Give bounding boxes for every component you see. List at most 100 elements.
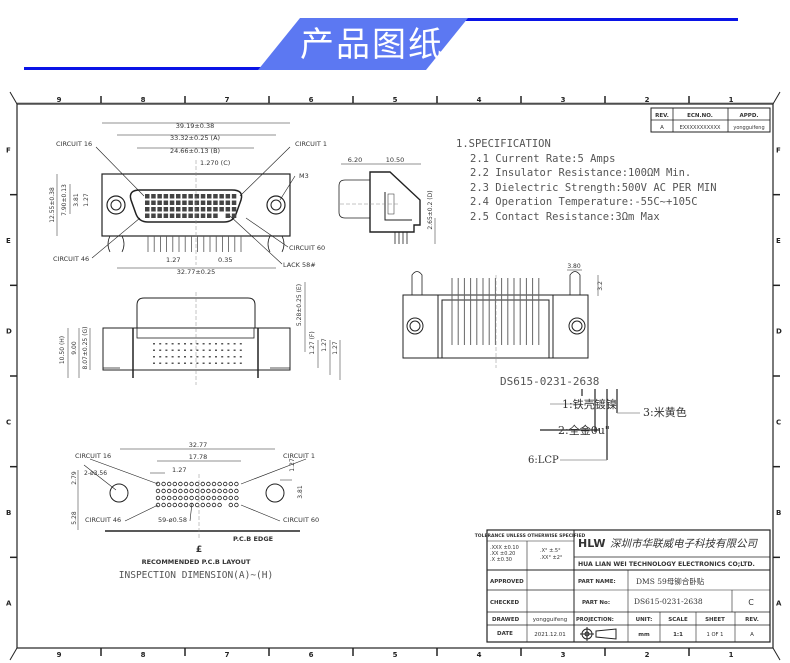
front-pin-grid: [145, 194, 237, 218]
pcb-hole: [200, 495, 205, 501]
projection-label: PROJECTION:: [576, 617, 614, 623]
column-label: 6: [309, 651, 314, 659]
dim-span: 32.77±0.25: [177, 268, 216, 276]
note-3: 3:米黄色: [643, 405, 687, 419]
date-value: 2021.12.01: [534, 632, 566, 638]
tolerance-left-2: .XX ±0.20: [490, 551, 515, 557]
dim-h3: 3.81: [73, 193, 80, 207]
pin-dot: [239, 343, 242, 345]
unit-value: mm: [638, 632, 650, 638]
top-dim-h2: 9.00: [71, 341, 78, 355]
ecn-value: EXXXXXXXXXXX: [680, 125, 721, 131]
banner-line-right: [462, 18, 738, 21]
pin-dot: [153, 349, 155, 351]
pin-dot: [208, 356, 211, 358]
label-circuit16: CIRCUIT 16: [56, 140, 92, 148]
column-label: 9: [57, 651, 62, 659]
column-label: 4: [477, 651, 482, 659]
pin-dot: [184, 349, 186, 351]
pin-cell: [219, 194, 224, 199]
note-1: 1:铁壳镀镍: [562, 397, 617, 411]
pin-cell: [231, 207, 237, 212]
top-dim-g: 8.07±0.25 (G): [82, 327, 89, 370]
pcb-dim-overall: 32.77: [189, 441, 208, 449]
pcb-hole: [172, 488, 177, 494]
pin-cell: [176, 207, 181, 212]
specification: 1.SPECIFICATION 2.1 Current Rate:5 Amps …: [456, 138, 717, 223]
column-label: 1: [729, 651, 734, 659]
column-label: 9: [57, 96, 62, 104]
pin-dot: [165, 349, 168, 351]
pin-cell: [145, 194, 150, 199]
pin-cell: [169, 213, 175, 218]
pcb-layout: [77, 448, 307, 540]
side-dim-w2: 10.50: [386, 156, 405, 164]
row-ticks: [10, 193, 780, 559]
top-view-labels: 5.28±0.25 (E) 1.27 (F) 1.27 1.27 10.50 (…: [59, 284, 339, 370]
pcb-hole: [234, 481, 239, 487]
pcb-dim-v2: 5.28: [71, 511, 78, 525]
pin-dot: [227, 349, 230, 351]
pin-cell: [207, 194, 212, 199]
column-label: 5: [393, 651, 398, 659]
pin-dot: [221, 349, 224, 351]
pin-dot: [196, 343, 199, 345]
pin-dot: [165, 362, 168, 364]
pcb-hole: [228, 488, 233, 494]
front-legs: [147, 236, 242, 252]
pin-dot: [239, 356, 242, 358]
column-label: 2: [645, 96, 650, 104]
pin-dot: [165, 343, 168, 345]
pin-dot: [177, 343, 180, 345]
pin-dot: [159, 343, 162, 345]
pcb-hole: [178, 495, 183, 501]
spec-item: 2.5 Contact Resistance:3Ωm Max: [470, 211, 660, 223]
pin-cell: [231, 200, 237, 205]
pin-cell: [213, 207, 218, 212]
column-label: 3: [561, 96, 566, 104]
pin-cell: [182, 207, 187, 212]
tolerance-left-3: .X ±0.30: [490, 557, 512, 563]
approved-label: APPROVED: [490, 579, 524, 585]
dim-height: 12.55±0.38: [49, 187, 56, 223]
pin-dot: [233, 356, 236, 358]
side-view-labels: 6.20 10.50 2.65±0.2 (D): [348, 156, 434, 230]
pin-cell: [169, 207, 175, 212]
pcb-hole: [183, 481, 189, 487]
tolerance-left-1: .XXX ±0.10: [490, 545, 519, 551]
pin-cell: [207, 200, 212, 205]
pcb-hole: [206, 495, 211, 501]
label-circuit60: CIRCUIT 60: [289, 244, 325, 252]
row-label: D: [6, 328, 12, 336]
pin-cell: [194, 200, 200, 205]
pcb-hole: [194, 502, 200, 508]
pcb-layout-labels: 32.77 17.78 1.27 2-ø3.56 2.79 5.28 1.27 …: [71, 441, 319, 581]
tolerance-right-2: .XX° ±2°: [540, 555, 563, 561]
pin-cell: [194, 194, 200, 199]
column-label: 1: [729, 96, 734, 104]
pin-cell: [213, 194, 218, 199]
pcb-hole: [206, 481, 211, 487]
pin-dot: [208, 349, 211, 351]
pin-cell: [225, 207, 231, 212]
side-dim-w1: 6.20: [348, 156, 362, 164]
pcb-hole: [189, 481, 194, 487]
column-label: 6: [309, 96, 314, 104]
pin-dot: [227, 362, 230, 364]
pcb-hole: [166, 502, 172, 508]
row-label: A: [6, 600, 12, 608]
pin-dot: [221, 362, 224, 364]
part-name-value: DMS 59母铆合卧贴: [636, 576, 705, 586]
pin-dot: [202, 349, 205, 351]
row-label: B: [776, 509, 781, 517]
pcb-hole: [166, 488, 172, 494]
pin-cell: [151, 207, 156, 212]
pcb-hole: [222, 495, 228, 501]
pcb-hole: [194, 495, 200, 501]
top-view: [67, 282, 341, 385]
column-label: 5: [393, 96, 398, 104]
pcb-hole: [217, 481, 222, 487]
dim-overall: 39.19±0.38: [176, 122, 215, 130]
rev-value: A: [660, 125, 664, 131]
